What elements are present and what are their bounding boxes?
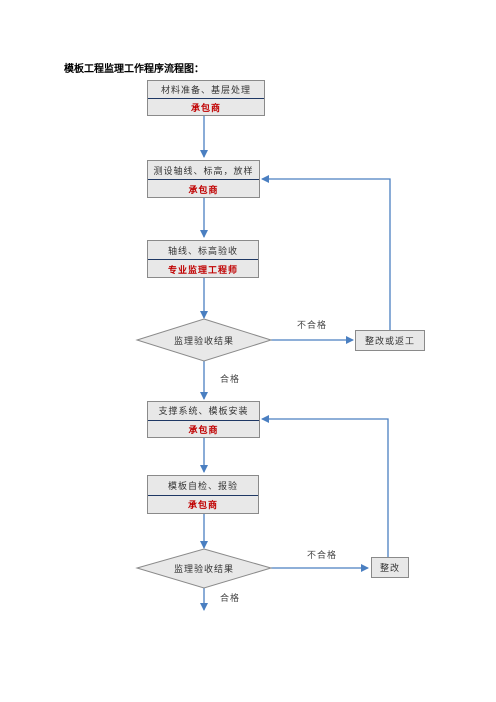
pass-label-1: 合格 xyxy=(220,375,241,385)
decision-label-2: 监理验收结果 xyxy=(173,564,234,575)
decision-diamond-2 xyxy=(135,548,273,589)
flow-box-label: 模板自检、报验 xyxy=(167,481,238,492)
flow-box-label: 测设轴线、标高，放样 xyxy=(153,166,254,177)
pass-label-2: 合格 xyxy=(220,594,241,604)
arrow-rework-loop1 xyxy=(261,175,391,330)
flow-box-role: 承包商 xyxy=(148,494,258,515)
decision-diamond-1 xyxy=(135,318,273,362)
flow-box-role: 专业监理工程师 xyxy=(148,259,258,278)
fail-label-1: 不合格 xyxy=(297,321,328,331)
arrow-rework-loop2 xyxy=(261,415,389,557)
flow-box-self-inspect: 模板自检、报验 承包商 xyxy=(147,475,259,514)
flow-box-role: 承包商 xyxy=(148,98,264,116)
flow-box-role: 承包商 xyxy=(148,179,259,198)
decision-label-1: 监理验收结果 xyxy=(173,336,234,347)
rework-box-2: 整改 xyxy=(371,557,409,578)
flow-box-survey-layout: 测设轴线、标高，放样 承包商 xyxy=(147,160,260,198)
flow-box-label: 支撑系统、模板安装 xyxy=(158,407,249,418)
flow-box-formwork-install: 支撑系统、模板安装 承包商 xyxy=(147,401,260,438)
flow-box-axis-check: 轴线、标高验收 专业监理工程师 xyxy=(147,240,259,278)
flow-box-role: 承包商 xyxy=(148,419,259,439)
flow-box-label: 材料准备、基层处理 xyxy=(160,86,251,96)
flow-box-material-prep: 材料准备、基层处理 承包商 xyxy=(147,80,265,116)
page-title: 模板工程监理工作程序流程图： xyxy=(64,64,204,75)
fail-label-2: 不合格 xyxy=(307,551,338,561)
rework-box-1: 整改或返工 xyxy=(355,330,425,351)
flow-box-label: 轴线、标高验收 xyxy=(167,246,238,257)
